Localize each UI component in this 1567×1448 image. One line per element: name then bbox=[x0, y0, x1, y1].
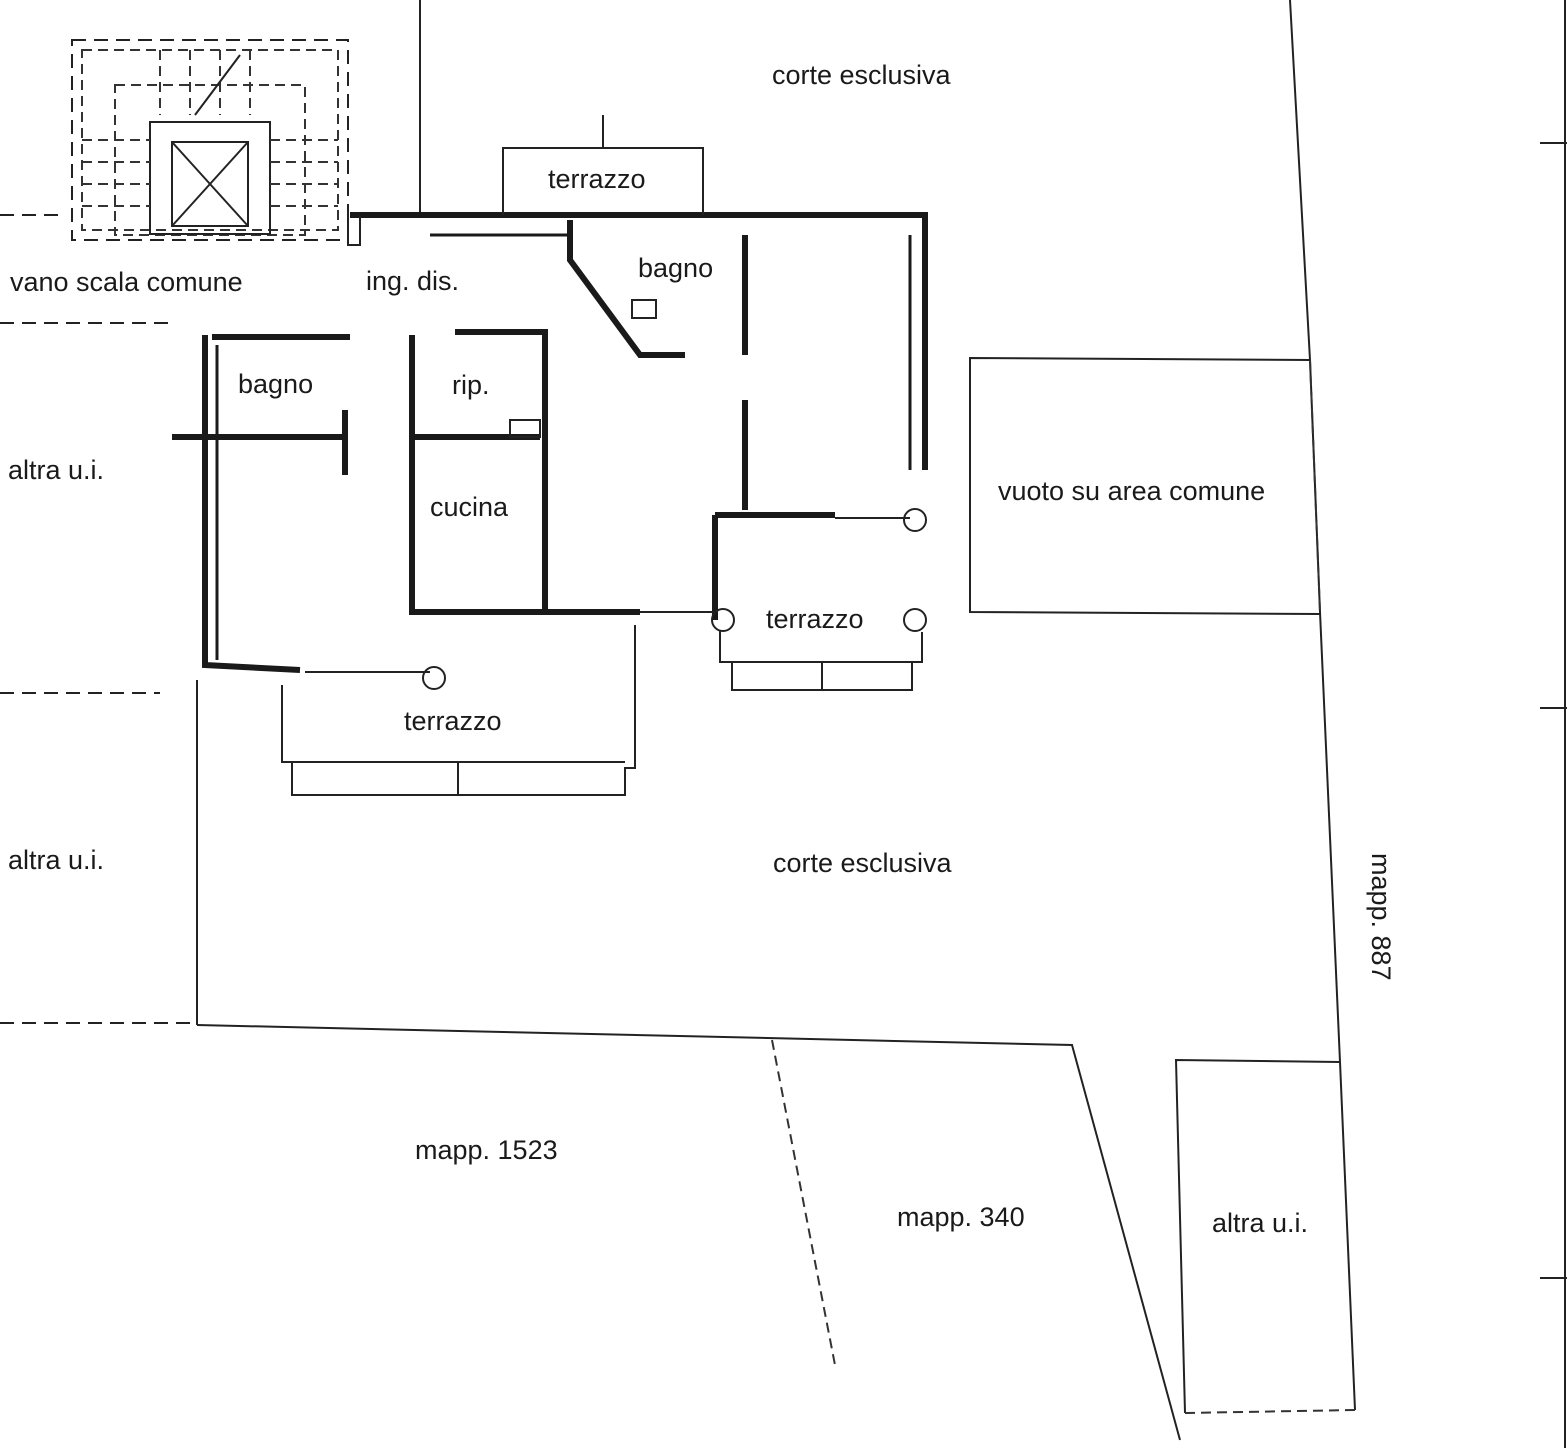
label-terrazzo-bottom: terrazzo bbox=[404, 706, 502, 736]
label-terrazzo-right: terrazzo bbox=[766, 604, 864, 634]
label-corte-esclusiva-bottom: corte esclusiva bbox=[773, 848, 953, 878]
label-altra-ui-3: altra u.i. bbox=[1212, 1208, 1308, 1238]
label-cucina: cucina bbox=[430, 492, 509, 522]
label-mapp-340: mapp. 340 bbox=[897, 1202, 1025, 1232]
walls bbox=[172, 212, 928, 690]
label-mapp-1523: mapp. 1523 bbox=[415, 1135, 558, 1165]
other-unit-outline bbox=[1174, 1058, 1341, 1414]
void-area-outline bbox=[969, 356, 1321, 615]
label-bagno-main: bagno bbox=[638, 253, 713, 283]
label-vuoto: vuoto su area comune bbox=[998, 476, 1265, 506]
label-terrazzo-top: terrazzo bbox=[548, 164, 646, 194]
terraces bbox=[281, 115, 923, 796]
label-mapp-887: mapp. 887 bbox=[1366, 853, 1396, 981]
label-bagno-left: bagno bbox=[238, 369, 313, 399]
staircase bbox=[71, 39, 349, 241]
label-corte-esclusiva-top: corte esclusiva bbox=[772, 60, 952, 90]
label-ingresso-disimpegno: ing. dis. bbox=[366, 266, 459, 296]
label-altra-ui-2: altra u.i. bbox=[8, 845, 104, 875]
label-ripostiglio: rip. bbox=[452, 370, 490, 400]
label-altra-ui-1: altra u.i. bbox=[8, 455, 104, 485]
label-vano-scala: vano scala comune bbox=[10, 267, 243, 297]
